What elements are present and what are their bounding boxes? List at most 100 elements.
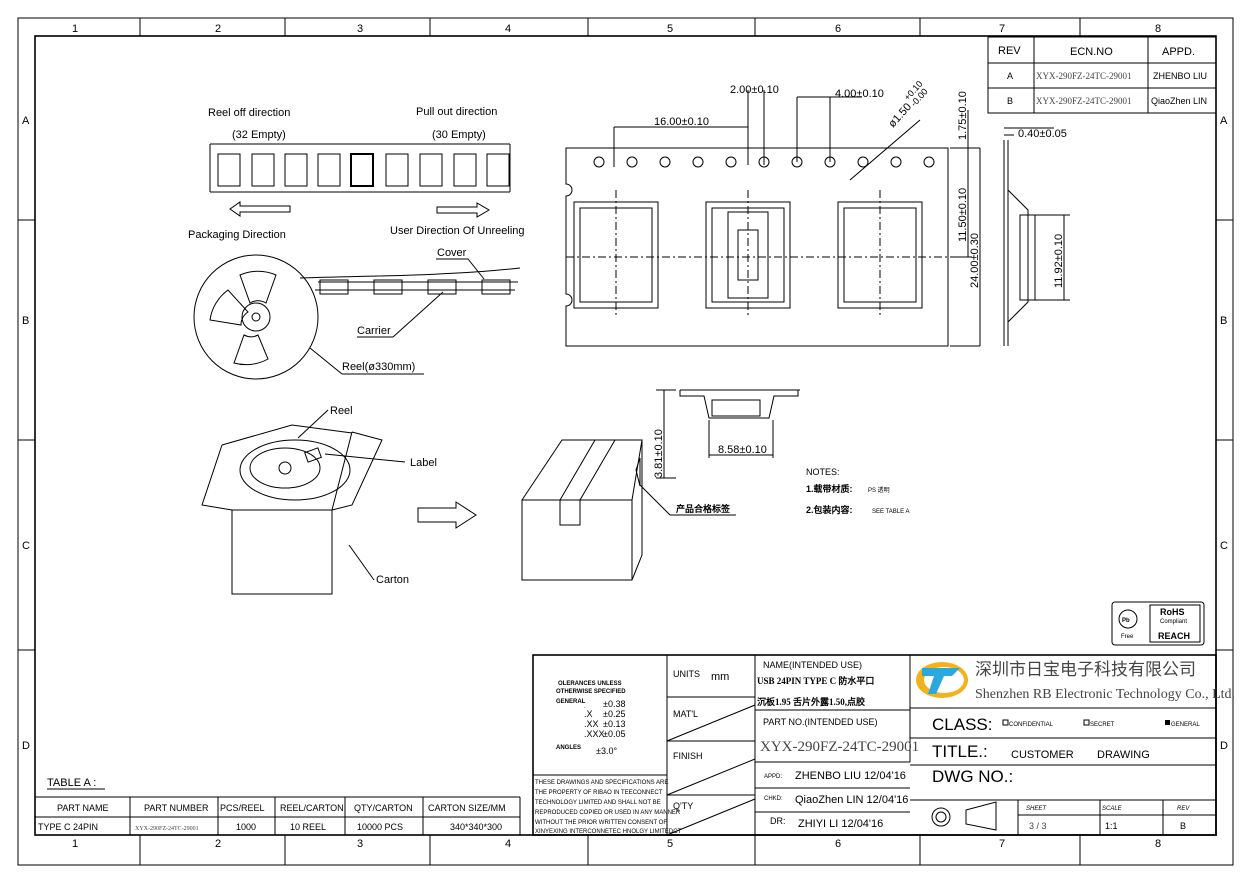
- units-label: UNITS: [673, 669, 700, 679]
- tol-general: GENERAL: [556, 699, 586, 705]
- dim-thickness: 0.40±0.05: [1018, 128, 1067, 140]
- checkbox-confidential: [1002, 719, 1009, 726]
- reel-view: Cover Carrier Reel(ø330mm): [193, 247, 521, 380]
- ecn-header: ECN.NO: [1070, 46, 1113, 58]
- col-marker: 4: [505, 838, 511, 850]
- packaging-direction-label: Packaging Direction: [188, 229, 286, 241]
- dim-2: 2.00±0.10: [730, 84, 779, 96]
- table-header: PCS/REEL: [220, 803, 265, 813]
- sheet-label: SHEET: [1026, 806, 1047, 812]
- name-line-2: 沉板1.95 舌片外露1.50,点胶: [757, 696, 865, 707]
- table-cell: 340*340*300: [450, 822, 502, 832]
- company-name-cn: 深圳市日宝电子科技有限公司: [975, 660, 1196, 679]
- notice-line: TECHNOLOGY LIMITED AND SHALL NOT BE: [535, 800, 661, 806]
- notice-line: REPRODUCED COPIED OR USED IN ANY MANNER: [535, 810, 681, 816]
- chkd-value: QiaoZhen LIN 12/04'16: [795, 794, 908, 806]
- row-marker: B: [1220, 315, 1227, 327]
- title-value-2: DRAWING: [1097, 749, 1150, 761]
- table-header: PART NUMBER: [144, 803, 209, 813]
- row-marker: C: [22, 540, 30, 552]
- rohs-text: RoHS: [1160, 607, 1185, 617]
- appd-header: APPD.: [1162, 46, 1195, 58]
- projection-cone-icon: [965, 801, 997, 831]
- dim-edge: 1.75±0.10: [957, 91, 969, 140]
- packaging-arrow-icon: [229, 201, 291, 217]
- matl-label: MAT'L: [673, 709, 698, 719]
- appd-label: APPD:: [764, 774, 782, 780]
- note-1-label: 1.载带材质:: [806, 483, 853, 494]
- tol-key: .XXX: [584, 729, 605, 739]
- reach-text: REACH: [1158, 631, 1190, 641]
- flow-arrow-icon: [417, 501, 477, 529]
- rohs-badge: Pb Free RoHS Compliant REACH: [1111, 601, 1205, 646]
- pb-text: Pb: [1122, 618, 1130, 624]
- class-secret: SECRET: [1090, 722, 1115, 728]
- col-marker: 5: [667, 838, 673, 850]
- finish-label: FINISH: [673, 751, 703, 761]
- carrier-label: Carrier: [357, 325, 391, 337]
- table-cell: 1000: [236, 822, 256, 832]
- col-marker: 6: [835, 838, 841, 850]
- title-block: OLERANCES UNLESS OTHERWISE SPECIFIED GEN…: [532, 654, 1235, 836]
- reel-size-label: Reel(ø330mm): [342, 361, 415, 373]
- reel-label: Reel: [330, 405, 353, 417]
- tape-strip-view: Reel off direction (32 Empty) Pull out d…: [188, 106, 525, 241]
- units-value: mm: [711, 671, 729, 683]
- col-marker: 7: [999, 23, 1005, 35]
- row-marker: A: [1220, 115, 1228, 127]
- compliant-text: Compliant: [1160, 619, 1187, 625]
- row-marker: D: [1220, 740, 1228, 752]
- dim-depth: 3.81±0.10: [653, 429, 665, 478]
- scale-value: 1:1: [1105, 821, 1118, 831]
- qc-label: 产品合格标签: [676, 503, 731, 514]
- col-marker: 8: [1155, 23, 1161, 35]
- scale-label: SCALE: [1102, 806, 1123, 812]
- rev-value: B: [1180, 821, 1186, 831]
- note-1-value: PS 透明: [868, 486, 890, 494]
- dim-hole: ø1.50: [886, 101, 914, 130]
- col-marker: 3: [357, 23, 363, 35]
- dwg-no-label: DWG NO.:: [932, 767, 1013, 786]
- pull-out-empty-label: (30 Empty): [432, 129, 486, 141]
- rev-cell: B: [1007, 96, 1013, 106]
- notes-title: NOTES:: [806, 467, 840, 477]
- name-label: NAME(INTENDED USE): [763, 660, 862, 670]
- appd-cell: QiaoZhen LIN: [1151, 96, 1207, 106]
- zone-markers: 1 2 3 4 5 6 7 8 1 2 3 4 5 6 7 8 A B C D …: [18, 18, 1233, 865]
- projection-circle-icon: [931, 807, 951, 827]
- tol-value: ±0.38: [603, 699, 625, 709]
- row-marker: D: [22, 740, 30, 752]
- tol-heading: OLERANCES UNLESS: [558, 681, 622, 687]
- notice-line: WITHOUT THE PRIOR WRITTEN CONSENT OF: [535, 820, 667, 826]
- chkd-label: CHKD:: [764, 796, 783, 802]
- title-label: TITLE.:: [932, 742, 988, 761]
- carrier-tape-view: 16.00±0.10 2.00±0.10 4.00±0.10 ø1.50 +0.…: [565, 79, 981, 347]
- tape-cross-section: 3.81±0.10 8.58±0.10: [653, 389, 800, 479]
- tol-key: .X: [584, 709, 593, 719]
- table-cell: 10 REEL: [290, 822, 326, 832]
- table-header: PART NAME: [57, 803, 109, 813]
- appd-cell: ZHENBO LIU: [1153, 71, 1207, 81]
- title-value-1: CUSTOMER: [1011, 749, 1074, 761]
- rev-cell: A: [1007, 71, 1013, 81]
- rev-label: REV: [1177, 806, 1190, 812]
- table-header: REEL/CARTON: [280, 803, 344, 813]
- checkbox-secret: [1083, 719, 1090, 726]
- open-carton-view: Reel Label Carton: [201, 405, 477, 595]
- tol-key: .XX: [584, 719, 599, 729]
- reel-off-empty-label: (32 Empty): [232, 129, 286, 141]
- dim-center: 11.50±0.10: [957, 188, 969, 242]
- col-marker: 1: [72, 23, 78, 35]
- col-marker: 3: [357, 838, 363, 850]
- part-no-label: PART NO.(INTENDED USE): [763, 717, 878, 727]
- ecn-cell: XYX-290FZ-24TC-29001: [1036, 71, 1132, 81]
- table-header: CARTON SIZE/MM: [428, 803, 506, 813]
- note-2-label: 2.包装内容:: [806, 504, 853, 515]
- table-a-title: TABLE A :: [47, 777, 96, 789]
- row-marker: A: [22, 115, 30, 127]
- col-marker: 2: [215, 23, 221, 35]
- col-marker: 4: [505, 23, 511, 35]
- ecn-cell: XYX-290FZ-24TC-29001: [1036, 96, 1132, 106]
- tol-heading: OTHERWISE SPECIFIED: [556, 689, 626, 695]
